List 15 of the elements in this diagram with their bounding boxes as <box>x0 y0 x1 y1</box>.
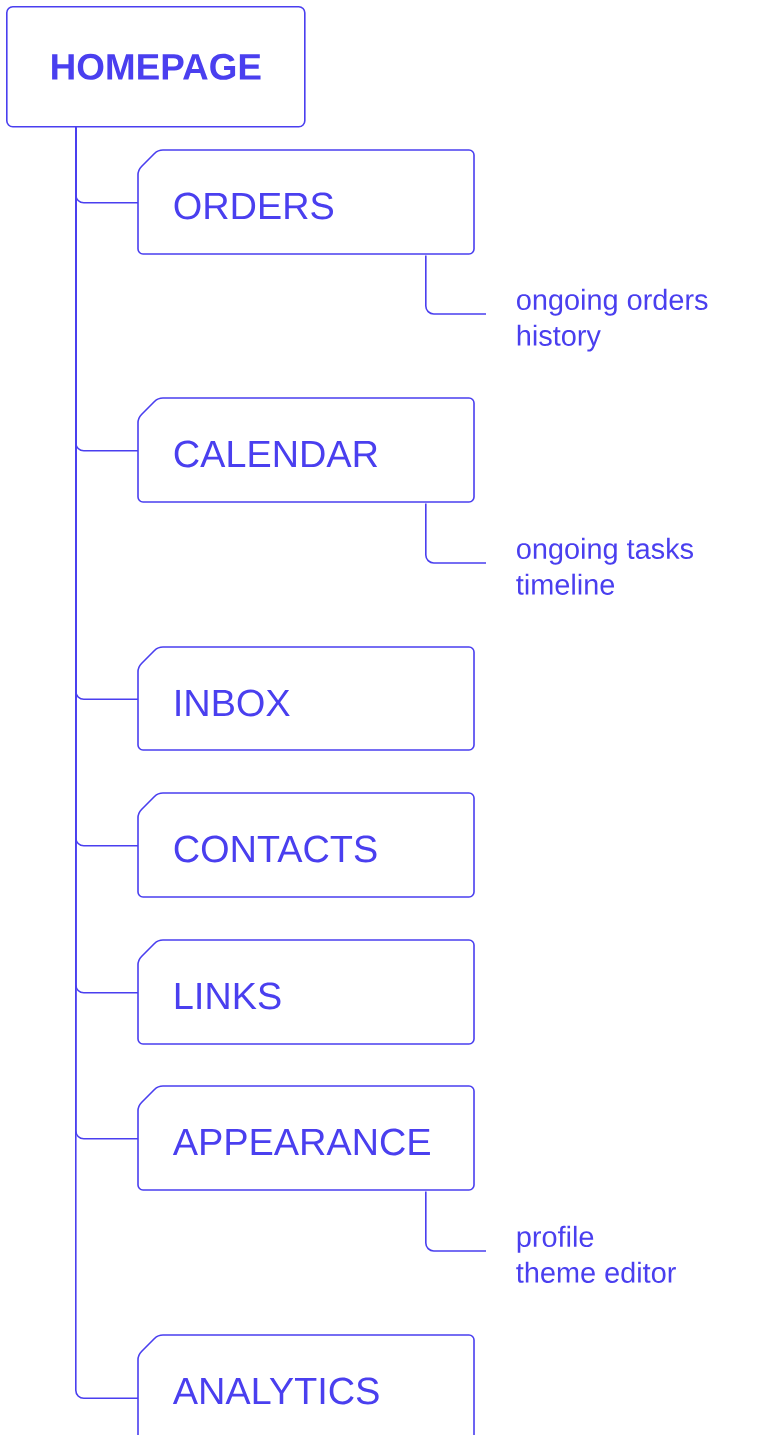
menu-box: ORDERS <box>137 149 475 255</box>
menu-box: CONTACTS <box>137 792 475 898</box>
menu-box: APPEARANCE <box>137 1085 475 1191</box>
connector-line <box>425 254 487 315</box>
menu-box: CALENDAR <box>137 397 475 503</box>
root-box: HOMEPAGE <box>6 6 306 128</box>
connector-line <box>75 126 139 1400</box>
menu-box: ANALYTICS <box>137 1334 475 1435</box>
connector-line <box>425 502 487 564</box>
menu-box: INBOX <box>137 646 475 751</box>
submenu-text: profile theme editor <box>516 1225 676 1283</box>
submenu-text: ongoing tasks timeline <box>516 537 693 595</box>
submenu-text: ongoing orders history <box>517 288 708 352</box>
menu-box: LINKS <box>137 939 475 1045</box>
connector-line <box>425 1190 487 1252</box>
